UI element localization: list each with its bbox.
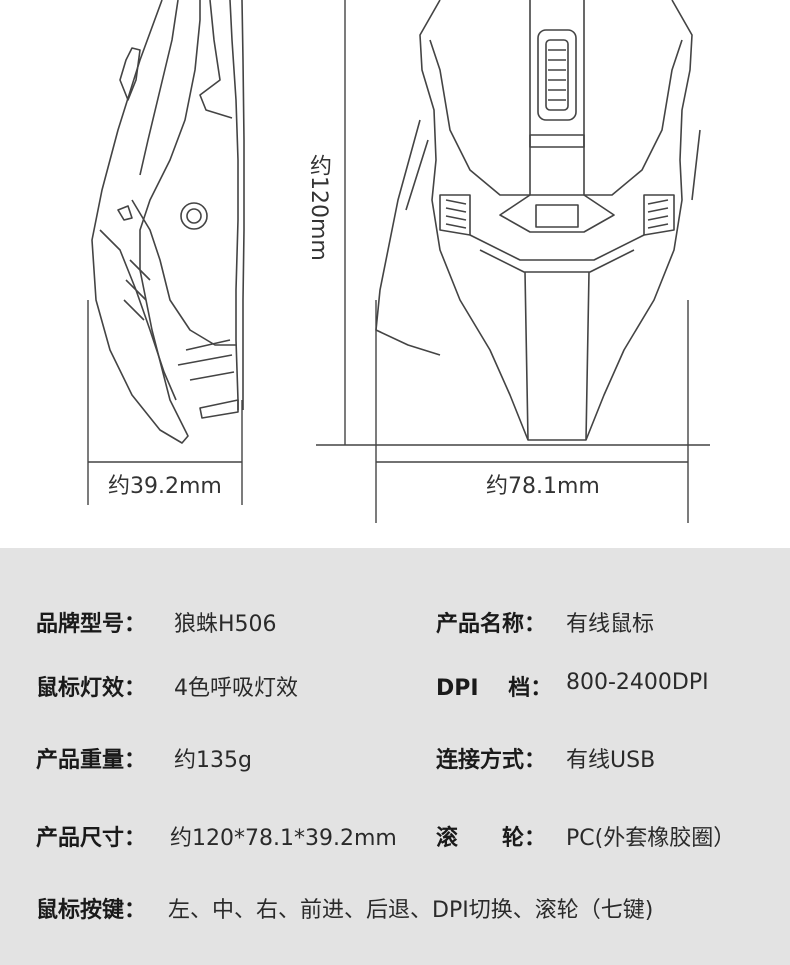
spec-value: 约120*78.1*39.2mm	[170, 826, 397, 851]
spec-value: 约135g	[174, 748, 252, 773]
mouse-line-drawing	[87, 0, 710, 523]
spec-value: 800-2400DPI	[566, 670, 709, 695]
spec-row: 鼠标按键： 左、中、右、前进、后退、DPI切换、滚轮（七键)	[0, 892, 790, 932]
spec-value: 4色呼吸灯效	[174, 676, 298, 701]
spec-value: 有线USB	[566, 748, 656, 773]
spec-row: 产品重量： 约135g 连接方式： 有线USB	[0, 742, 790, 782]
spec-label: 产品重量：	[36, 748, 147, 773]
spec-label: 连接方式：	[436, 748, 547, 773]
thickness-dimension-label: 约39.2mm	[108, 474, 222, 499]
spec-label: 产品名称：	[436, 612, 547, 637]
spec-value: 狼蛛H506	[174, 612, 277, 637]
spec-value: 左、中、右、前进、后退、DPI切换、滚轮（七键)	[168, 898, 654, 923]
mouse-top-view-drawing	[375, 0, 701, 441]
spec-row: 品牌型号： 狼蛛H506 产品名称： 有线鼠标	[0, 606, 790, 646]
product-dimension-drawing: 约120mm 约39.2mm 约78.1mm	[87, 0, 710, 523]
spec-label: 鼠标按键：	[36, 898, 147, 923]
spec-label: 产品尺寸：	[36, 826, 147, 851]
mouse-side-view-drawing	[91, 0, 245, 444]
spec-row: 鼠标灯效： 4色呼吸灯效 DPI 档： 800-2400DPI	[0, 670, 790, 710]
spec-label: 鼠标灯效：	[36, 676, 147, 701]
width-dimension-label: 约78.1mm	[486, 474, 600, 499]
height-dimension-label: 约120mm	[306, 154, 331, 261]
spec-value: 有线鼠标	[566, 612, 655, 637]
spec-value: PC(外套橡胶圈）	[566, 826, 736, 851]
spec-label: 品牌型号：	[36, 612, 147, 637]
spec-row: 产品尺寸： 约120*78.1*39.2mm 滚 轮： PC(外套橡胶圈）	[0, 820, 790, 860]
spec-label: DPI 档：	[436, 676, 553, 701]
spec-label: 滚 轮：	[436, 826, 547, 851]
spec-table: 品牌型号： 狼蛛H506 产品名称： 有线鼠标 鼠标灯效： 4色呼吸灯效 DPI…	[0, 548, 790, 965]
dimension-lines	[87, 0, 710, 523]
